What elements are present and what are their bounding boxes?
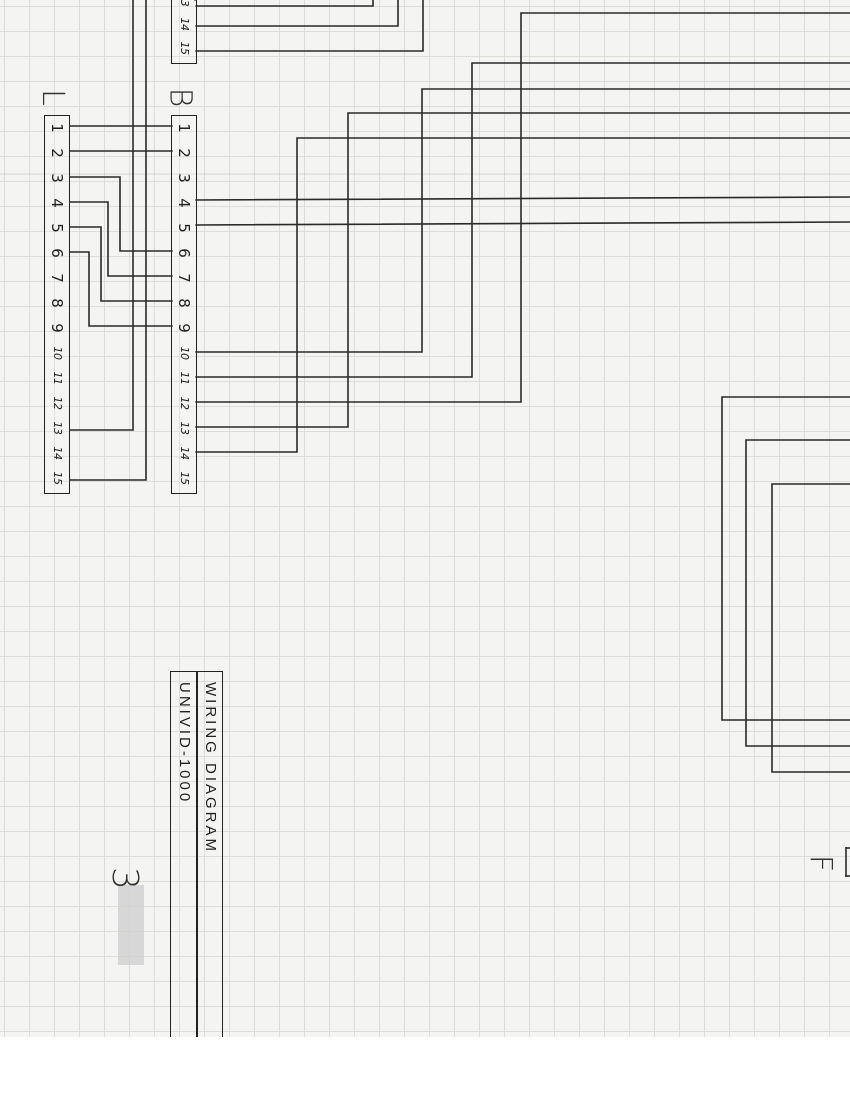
pin-label: 15 (178, 41, 191, 55)
pin-label: 9 (175, 323, 193, 333)
pin-label: 14 (178, 17, 191, 31)
wire-l6-b9 (69, 251, 173, 327)
pin-label: 2 (48, 148, 66, 158)
wire-top-c (195, 0, 424, 52)
connector-b: 1 2 3 4 5 6 7 8 9 10 11 12 13 14 15 (171, 115, 197, 494)
pin-label: 12 (178, 396, 191, 410)
pin-label: 11 (51, 371, 64, 385)
pin-label: 14 (51, 446, 64, 460)
pin-label: 13 (51, 421, 64, 435)
wire-l15 (69, 0, 147, 481)
connector-label-f: F (803, 854, 839, 873)
connector-l: 1 2 3 4 5 6 7 8 9 10 11 12 13 14 15 (44, 115, 70, 494)
pin-label: 15 (178, 471, 191, 485)
pin-label: 11 (178, 371, 191, 385)
pin-label: 5 (175, 223, 193, 233)
pin-label: 3 (48, 173, 66, 183)
pin-label: 8 (48, 298, 66, 308)
pin-label: 6 (48, 248, 66, 258)
pin-label: 5 (48, 223, 66, 233)
pin-label: 15 (51, 471, 64, 485)
pin-label: 14 (178, 446, 191, 460)
diagram-title: WIRING DIAGRAM (202, 682, 219, 854)
pin-label: 7 (48, 273, 66, 283)
graph-paper-sheet (0, 0, 850, 1037)
loop-middle (745, 439, 850, 747)
model-name: UNIVID-1000 (176, 682, 193, 805)
wire-l3-b6 (69, 176, 173, 252)
pin-label: 13 (178, 421, 191, 435)
pin-label: 1 (48, 123, 66, 133)
loop-inner (771, 483, 850, 773)
loop-outer (721, 396, 850, 721)
wire-b4-out (195, 196, 850, 201)
wire-b10-out (195, 88, 850, 353)
connector-top-partial: 3 14 15 (171, 0, 197, 64)
pin-label: 9 (48, 323, 66, 333)
wire-b12-out (195, 12, 850, 403)
pin-label: 7 (175, 273, 193, 283)
pin-label: 2 (175, 148, 193, 158)
wire-b5-out (195, 221, 850, 226)
pin-label: 4 (48, 198, 66, 208)
pin-label: 12 (51, 396, 64, 410)
wire-b13-out (195, 112, 850, 428)
page-number: 3 (103, 867, 145, 890)
connector-label-b: B (162, 87, 198, 108)
wire-l4-b7 (69, 201, 173, 277)
wire-b14-out (195, 137, 850, 453)
wire-l13 (69, 0, 134, 431)
connector-label-l: L (34, 89, 70, 106)
pin-label: 6 (175, 248, 193, 258)
wire-l5-b8 (69, 226, 173, 302)
title-block: WIRING DIAGRAM UNIVID-1000 (170, 671, 223, 1037)
wire-b11-out (195, 62, 850, 378)
pin-label: 4 (175, 198, 193, 208)
pin-label: 3 (175, 173, 193, 183)
pin-label: 10 (178, 346, 191, 360)
title-block-divider (196, 672, 198, 1037)
pin-label: 8 (175, 298, 193, 308)
wire-top-a (195, 0, 374, 7)
wire-top-b (195, 0, 399, 27)
paper-fold-line (0, 173, 850, 175)
pin-label: 10 (51, 346, 64, 360)
page-number-tape (118, 885, 144, 965)
pin-label: 1 (175, 123, 193, 133)
